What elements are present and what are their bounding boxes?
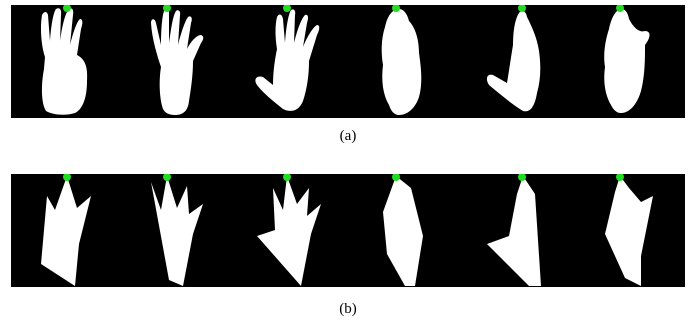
hand-polygon-5 <box>487 174 541 286</box>
hand-polygon-1 <box>41 174 91 286</box>
hand-silhouette-4 <box>381 5 422 115</box>
fingertip-marker <box>163 174 171 181</box>
hand-polygon-4 <box>383 174 423 286</box>
hand-silhouette-strip <box>41 5 650 115</box>
hand-silhouette-panel <box>11 5 685 118</box>
fingertip-marker <box>392 174 400 181</box>
hand-polygon-3 <box>257 174 321 286</box>
subfigure-caption-a: (a) <box>339 128 357 144</box>
hand-silhouette-6 <box>604 5 650 113</box>
hand-polygon-6 <box>605 174 653 286</box>
fingertip-marker <box>518 5 526 12</box>
fingertip-marker <box>616 5 624 12</box>
subfigure-caption-b: (b) <box>339 301 357 317</box>
hand-silhouette-2 <box>151 5 204 115</box>
fingertip-marker <box>616 174 624 181</box>
fingertip-marker <box>283 5 291 12</box>
hand-silhouette-1 <box>41 5 88 115</box>
fingertip-marker <box>63 174 71 181</box>
fingertip-marker <box>163 5 171 12</box>
fingertip-marker <box>392 5 400 12</box>
fingertip-marker <box>283 174 291 181</box>
polygon-approximation-strip <box>41 174 653 286</box>
hand-silhouette-5 <box>486 5 541 112</box>
polygon-approximation-panel <box>11 174 685 287</box>
hand-silhouette-3 <box>255 5 320 111</box>
hand-polygon-2 <box>151 174 203 286</box>
fingertip-marker <box>63 5 71 12</box>
fingertip-marker <box>518 174 526 181</box>
